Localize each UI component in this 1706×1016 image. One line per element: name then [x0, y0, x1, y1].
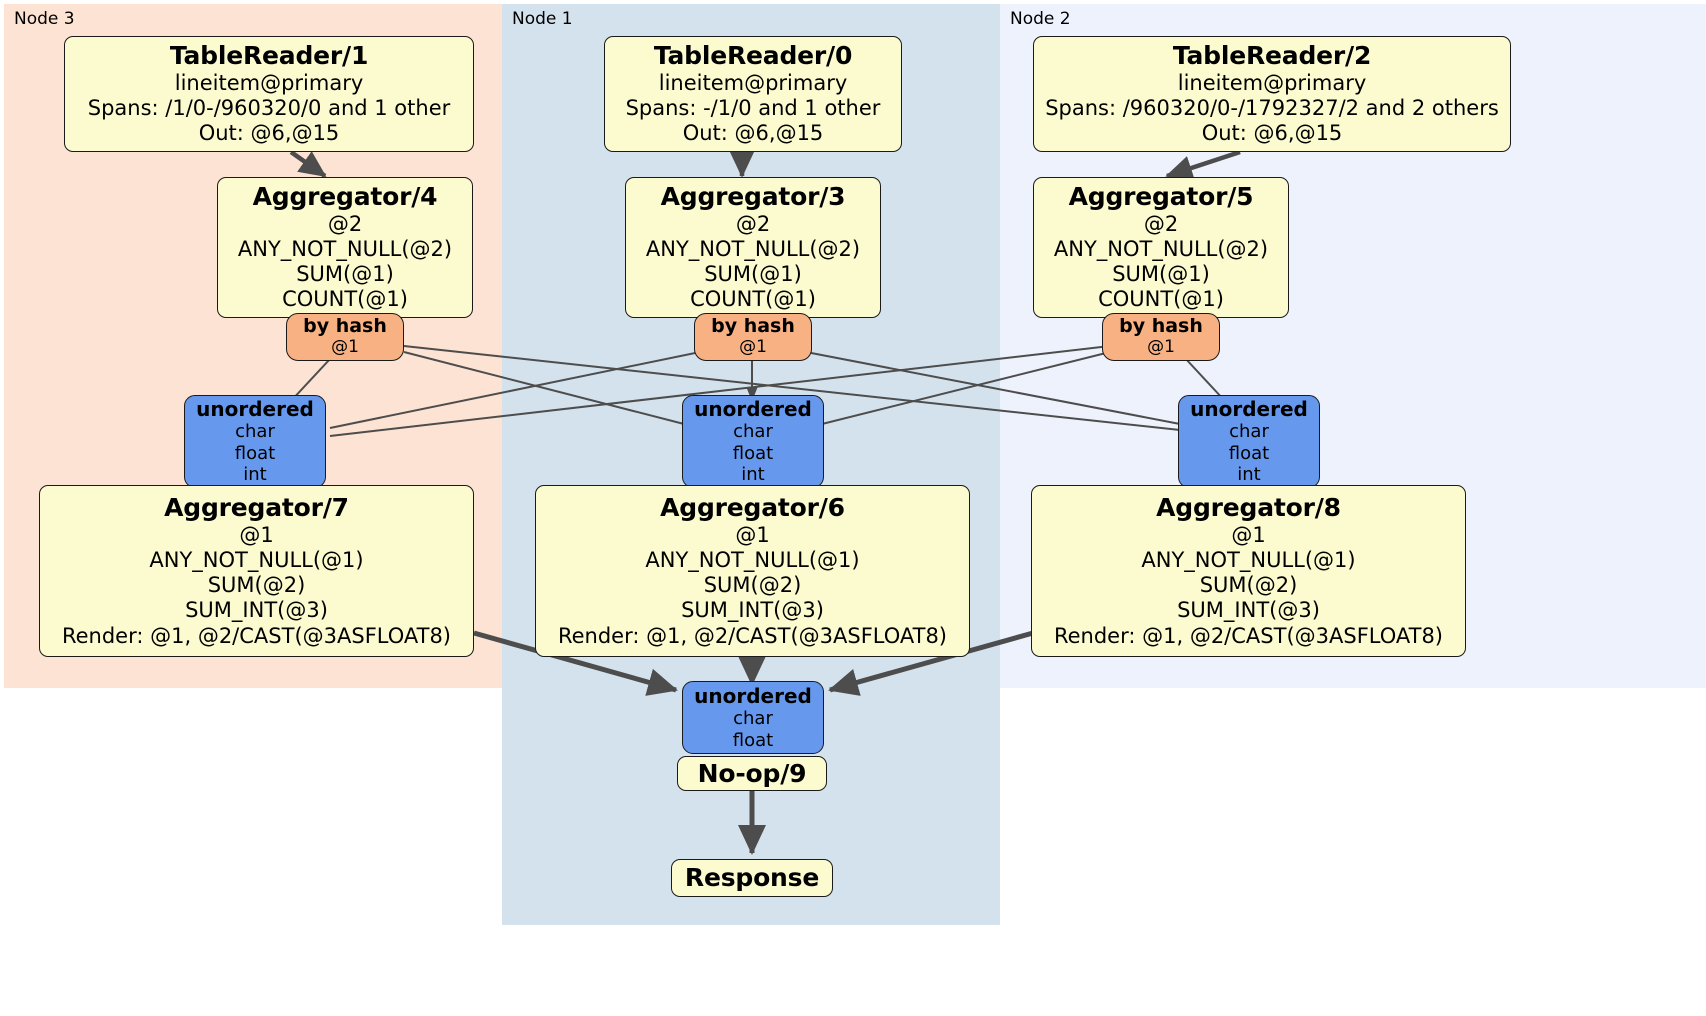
router-detail-line: @1 [1147, 337, 1175, 358]
receiver-unordered-left[interactable]: unordered char float int [184, 395, 326, 488]
receiver-title: unordered [196, 396, 314, 421]
router-title: by hash [303, 315, 387, 338]
processor-detail-line: SUM(@1) [296, 262, 394, 287]
node-panel-label-node2: Node 2 [1010, 9, 1071, 29]
processor-aggregator-4[interactable]: Aggregator/4 @2 ANY_NOT_NULL(@2) SUM(@1)… [217, 177, 473, 318]
receiver-type-line: char [1229, 420, 1269, 442]
processor-detail-line: ANY_NOT_NULL(@2) [237, 237, 453, 262]
receiver-unordered-right[interactable]: unordered char float int [1178, 395, 1320, 488]
processor-title: Aggregator/3 [660, 182, 846, 212]
processor-title: Aggregator/5 [1068, 182, 1254, 212]
processor-detail-line: SUM(@1) [1112, 262, 1210, 287]
receiver-title: unordered [694, 396, 812, 421]
router-title: by hash [1119, 315, 1203, 338]
node-panel-label-node3: Node 3 [14, 9, 75, 29]
receiver-unordered-center[interactable]: unordered char float int [682, 395, 824, 488]
processor-render-line: Render: @1, @2/CAST(@3ASFLOAT8) [1053, 623, 1444, 648]
receiver-type-line: float [732, 442, 774, 464]
processor-title: Aggregator/8 [1156, 493, 1341, 523]
processor-detail-line: COUNT(@1) [282, 287, 408, 312]
receiver-title: unordered [694, 683, 812, 708]
processor-detail-line: ANY_NOT_NULL(@1) [645, 547, 860, 572]
processor-detail-line: lineitem@primary [1177, 70, 1367, 95]
router-detail-line: @1 [739, 337, 767, 358]
processor-table-reader-1[interactable]: TableReader/1 lineitem@primary Spans: /1… [64, 36, 474, 152]
processor-detail-line: @1 [1231, 522, 1266, 547]
processor-render-line: Render: @1, @2/CAST(@3ASFLOAT8) [61, 623, 452, 648]
receiver-type-line: float [732, 729, 774, 751]
processor-detail-line: Out: @6,@15 [682, 121, 824, 146]
processor-detail-line: COUNT(@1) [690, 287, 816, 312]
processor-detail-line: @2 [735, 211, 771, 236]
processor-detail-line: SUM(@2) [1199, 573, 1298, 598]
processor-detail-line: ANY_NOT_NULL(@1) [149, 547, 364, 572]
processor-noop-9[interactable]: No-op/9 [677, 756, 827, 791]
processor-title: Aggregator/7 [164, 493, 349, 523]
processor-title: No-op/9 [697, 758, 807, 788]
processor-detail-line: SUM_INT(@3) [681, 598, 824, 623]
node-panel-label-node1: Node 1 [512, 9, 573, 29]
processor-detail-line: @1 [735, 522, 770, 547]
processor-detail-line: COUNT(@1) [1098, 287, 1224, 312]
processor-detail-line: Out: @6,@15 [198, 121, 340, 146]
processor-detail-line: SUM_INT(@3) [185, 598, 328, 623]
processor-aggregator-3[interactable]: Aggregator/3 @2 ANY_NOT_NULL(@2) SUM(@1)… [625, 177, 881, 318]
receiver-title: unordered [1190, 396, 1308, 421]
processor-aggregator-6[interactable]: Aggregator/6 @1 ANY_NOT_NULL(@1) SUM(@2)… [535, 485, 970, 657]
router-by-hash-left[interactable]: by hash @1 [286, 313, 404, 361]
processor-detail-line: ANY_NOT_NULL(@2) [1053, 237, 1269, 262]
processor-table-reader-2[interactable]: TableReader/2 lineitem@primary Spans: /9… [1033, 36, 1511, 152]
processor-detail-line: @2 [327, 211, 363, 236]
processor-detail-line: @1 [239, 522, 274, 547]
processor-title: TableReader/0 [653, 41, 853, 71]
processor-aggregator-5[interactable]: Aggregator/5 @2 ANY_NOT_NULL(@2) SUM(@1)… [1033, 177, 1289, 318]
router-by-hash-center[interactable]: by hash @1 [694, 313, 812, 361]
processor-detail-line: Spans: /1/0-/960320/0 and 1 other [87, 96, 451, 121]
router-by-hash-right[interactable]: by hash @1 [1102, 313, 1220, 361]
processor-detail-line: Spans: -/1/0 and 1 other [625, 96, 881, 121]
receiver-type-line: float [1228, 442, 1270, 464]
processor-title: TableReader/1 [169, 41, 369, 71]
receiver-type-line: int [1237, 464, 1261, 486]
processor-detail-line: lineitem@primary [658, 70, 848, 95]
receiver-type-line: char [733, 707, 773, 729]
processor-response[interactable]: Response [671, 859, 833, 897]
processor-detail-line: lineitem@primary [174, 70, 364, 95]
processor-render-line: Render: @1, @2/CAST(@3ASFLOAT8) [557, 623, 948, 648]
processor-title: Aggregator/4 [252, 182, 438, 212]
receiver-type-line: float [234, 442, 276, 464]
router-detail-line: @1 [331, 337, 359, 358]
processor-table-reader-0[interactable]: TableReader/0 lineitem@primary Spans: -/… [604, 36, 902, 152]
receiver-type-line: int [741, 464, 765, 486]
receiver-unordered-final[interactable]: unordered char float [682, 681, 824, 754]
processor-detail-line: @2 [1143, 211, 1179, 236]
receiver-type-line: int [243, 464, 267, 486]
processor-detail-line: ANY_NOT_NULL(@1) [1141, 547, 1356, 572]
processor-detail-line: SUM(@2) [207, 573, 306, 598]
processor-aggregator-7[interactable]: Aggregator/7 @1 ANY_NOT_NULL(@1) SUM(@2)… [39, 485, 474, 657]
receiver-type-line: char [235, 420, 275, 442]
processor-aggregator-8[interactable]: Aggregator/8 @1 ANY_NOT_NULL(@1) SUM(@2)… [1031, 485, 1466, 657]
processor-detail-line: SUM(@2) [703, 573, 802, 598]
processor-detail-line: Out: @6,@15 [1201, 121, 1343, 146]
processor-detail-line: SUM(@1) [704, 262, 802, 287]
processor-title: TableReader/2 [1172, 41, 1372, 71]
receiver-type-line: char [733, 420, 773, 442]
processor-title: Aggregator/6 [660, 493, 845, 523]
processor-detail-line: ANY_NOT_NULL(@2) [645, 237, 861, 262]
router-title: by hash [711, 315, 795, 338]
processor-detail-line: SUM_INT(@3) [1177, 598, 1320, 623]
processor-detail-line: Spans: /960320/0-/1792327/2 and 2 others [1045, 96, 1499, 121]
processor-title: Response [684, 863, 820, 892]
